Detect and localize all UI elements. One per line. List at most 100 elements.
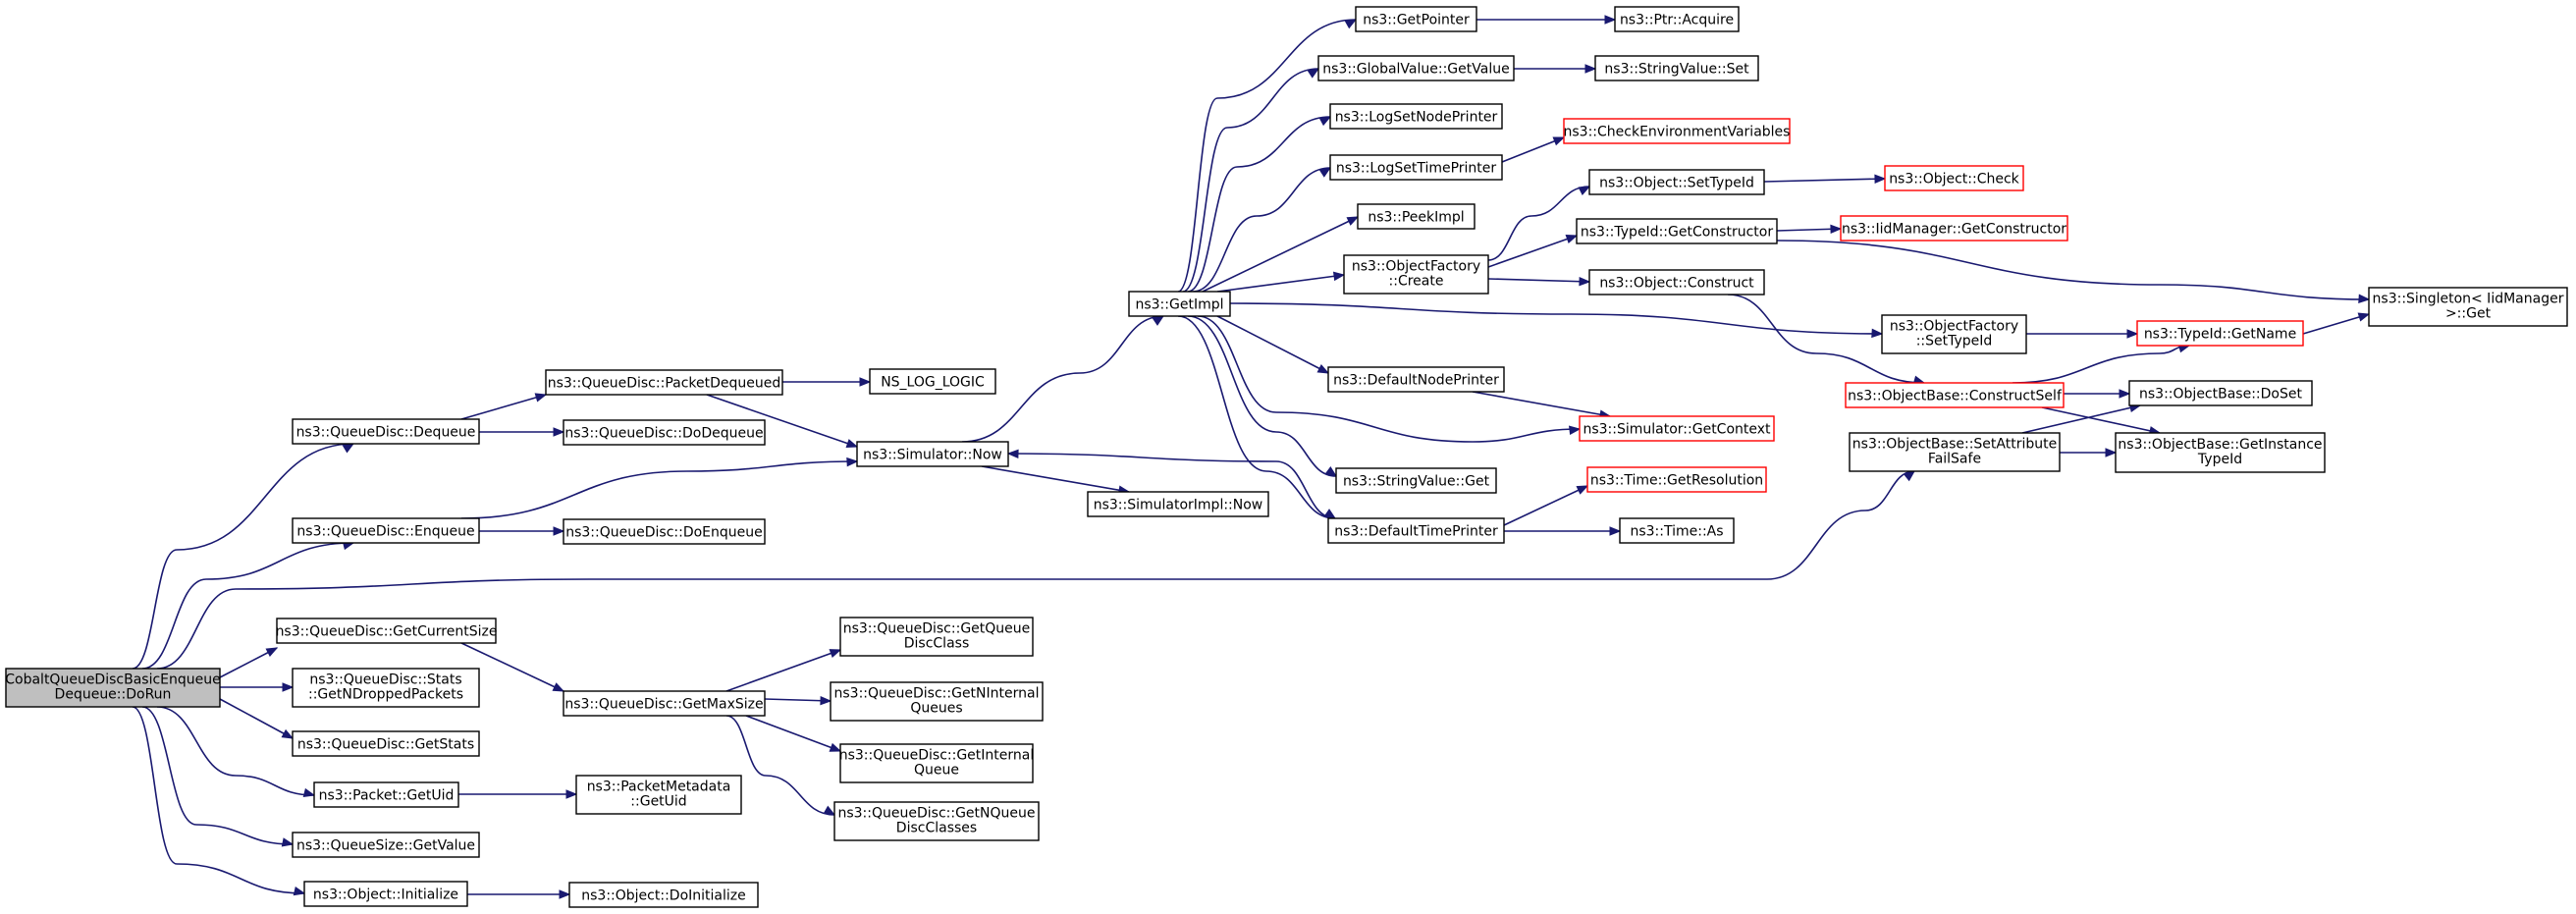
edge-root-to-get_current_size: [219, 647, 279, 678]
node-global-value-get-value[interactable]: ns3::GlobalValue::GetValue: [1317, 55, 1515, 81]
node-ns-log-logic[interactable]: NS_LOG_LOGIC: [869, 368, 996, 395]
node-object-factory-create[interactable]: ns3::ObjectFactory::Create: [1343, 254, 1489, 295]
edge-simulator_now-to-simulator_impl_now: [981, 465, 1131, 495]
node-object-check[interactable]: ns3::Object::Check: [1884, 165, 2024, 191]
node-label: ::GetNDroppedPackets: [308, 687, 463, 703]
arrowhead-icon: [829, 649, 842, 659]
call-edges: [132, 15, 2371, 899]
node-get-stats[interactable]: ns3::QueueDisc::GetStats: [292, 730, 480, 757]
node-type-id-get-name[interactable]: ns3::TypeId::GetName: [2136, 320, 2304, 347]
node-get-impl[interactable]: ns3::GetImpl: [1128, 291, 1231, 317]
arrowhead-icon: [553, 427, 565, 437]
node-label: ns3::Object::Initialize: [313, 887, 458, 903]
node-box: [545, 369, 783, 396]
edge-root-to-get_stats: [219, 698, 295, 739]
node-iid-manager-get-constructor[interactable]: ns3::IidManager::GetConstructor: [1840, 215, 2068, 242]
node-type-id-get-constructor[interactable]: ns3::TypeId::GetConstructor: [1576, 218, 1778, 244]
node-peek-impl[interactable]: ns3::PeekImpl: [1357, 203, 1476, 230]
edge-get_max_size-to-get_n_internal_queues: [764, 695, 832, 706]
node-box: [833, 801, 1040, 841]
node-object-base-do-set[interactable]: ns3::ObjectBase::DoSet: [2128, 380, 2313, 406]
node-packet-metadata-get-uid[interactable]: ns3::PacketMetadata::GetUid: [575, 775, 742, 815]
node-label: ns3::Simulator::GetContext: [1583, 422, 1771, 438]
node-default-time-printer[interactable]: ns3::DefaultTimePrinter: [1327, 517, 1505, 544]
arrowhead-icon: [1604, 15, 1617, 25]
node-time-as[interactable]: ns3::Time::As: [1619, 517, 1735, 544]
node-simulator-impl-now[interactable]: ns3::SimulatorImpl::Now: [1087, 491, 1269, 517]
node-root[interactable]: CobaltQueueDiscBasicEnqueueDequeue::DoRu…: [5, 668, 221, 708]
arrowhead-icon: [859, 377, 872, 387]
node-object-set-type-id[interactable]: ns3::Object::SetTypeId: [1588, 169, 1765, 195]
node-default-node-printer[interactable]: ns3::DefaultNodePrinter: [1327, 366, 1505, 393]
node-object-construct[interactable]: ns3::Object::Construct: [1588, 269, 1765, 296]
node-box: [2115, 432, 2326, 473]
node-get-current-size[interactable]: ns3::QueueDisc::GetCurrentSize: [276, 618, 498, 644]
node-packet-get-uid[interactable]: ns3::Packet::GetUid: [313, 781, 459, 808]
node-object-do-initialize[interactable]: ns3::Object::DoInitialize: [568, 882, 759, 908]
node-log-set-time-printer[interactable]: ns3::LogSetTimePrinter: [1329, 154, 1503, 181]
node-packet-dequeued[interactable]: ns3::QueueDisc::PacketDequeued: [545, 369, 783, 396]
arrowhead-icon: [559, 889, 571, 899]
node-get-pointer[interactable]: ns3::GetPointer: [1355, 6, 1477, 32]
node-log-set-node-printer[interactable]: ns3::LogSetNodePrinter: [1329, 103, 1503, 130]
node-ptr-acquire[interactable]: ns3::Ptr::Acquire: [1614, 6, 1740, 32]
edge-object_base_construct_self-to-type_id_get_name: [2012, 344, 2191, 384]
arrowhead-icon: [1609, 526, 1622, 536]
edge-line: [725, 715, 835, 816]
node-box: [2368, 287, 2568, 327]
edge-packet_get_uid-to-packet_metadata_get_uid: [458, 789, 578, 799]
node-box: [1884, 165, 2024, 191]
node-label: ns3::ObjectBase::DoSet: [2139, 387, 2302, 403]
node-object-factory-set-type-id[interactable]: ns3::ObjectFactory::SetTypeId: [1881, 314, 2027, 354]
arrowhead-icon: [302, 787, 316, 798]
arrowhead-icon: [1318, 167, 1332, 178]
edge-line: [1187, 315, 1337, 477]
node-object-initialize[interactable]: ns3::Object::Initialize: [303, 881, 468, 907]
node-check-env-vars[interactable]: ns3::CheckEnvironmentVariables: [1563, 118, 1791, 144]
node-string-value-set[interactable]: ns3::StringValue::Set: [1594, 55, 1759, 81]
node-label: ns3::Object::DoInitialize: [581, 888, 745, 904]
node-stats-dropped[interactable]: ns3::QueueDisc::Stats::GetNDroppedPacket…: [292, 668, 480, 708]
node-box: [1327, 517, 1505, 544]
node-enqueue[interactable]: ns3::QueueDisc::Enqueue: [292, 517, 480, 544]
node-label: ns3::GetImpl: [1135, 297, 1223, 313]
node-label: NS_LOG_LOGIC: [881, 375, 985, 391]
node-do-dequeue[interactable]: ns3::QueueDisc::DoDequeue: [563, 419, 766, 446]
node-label: ns3::DefaultNodePrinter: [1333, 373, 1499, 389]
edge-line: [706, 394, 858, 448]
node-queue-size-get-value[interactable]: ns3::QueueSize::GetValue: [292, 832, 480, 858]
edge-line: [2012, 345, 2190, 384]
node-get-max-size[interactable]: ns3::QueueDisc::GetMaxSize: [563, 690, 766, 717]
edge-object_initialize-to-object_do_initialize: [467, 889, 571, 899]
node-label: ns3::QueueDisc::GetStats: [297, 737, 474, 753]
node-string-value-get[interactable]: ns3::StringValue::Get: [1335, 467, 1497, 494]
edge-log_set_time_printer-to-check_env_vars: [1501, 136, 1566, 163]
node-simulator-now[interactable]: ns3::Simulator::Now: [856, 441, 1009, 467]
edge-line: [1487, 278, 1590, 283]
node-do-enqueue[interactable]: ns3::QueueDisc::DoEnqueue: [563, 518, 766, 545]
edge-global_value_get_value-to-string_value_set: [1514, 64, 1597, 74]
edge-line: [961, 315, 1164, 443]
node-singleton-get[interactable]: ns3::Singleton< IidManager >::Get: [2368, 287, 2568, 327]
node-label: ns3::Time::As: [1630, 524, 1723, 540]
node-dequeue[interactable]: ns3::QueueDisc::Dequeue: [292, 418, 480, 445]
node-box: [292, 730, 480, 757]
arrowhead-icon: [1874, 174, 1887, 184]
node-simulator-get-context[interactable]: ns3::Simulator::GetContext: [1579, 415, 1775, 442]
edge-object_factory_create-to-object_construct: [1487, 276, 1591, 287]
edge-root-to-object_initialize: [132, 706, 306, 896]
node-object-base-construct-self[interactable]: ns3::ObjectBase::ConstructSelf: [1845, 382, 2065, 408]
node-box: [563, 419, 766, 446]
arrowhead-icon: [1323, 509, 1337, 519]
node-box: [830, 681, 1044, 722]
edge-line: [981, 465, 1130, 493]
node-time-get-resolution[interactable]: ns3::Time::GetResolution: [1586, 466, 1767, 493]
arrowhead-icon: [2119, 389, 2131, 399]
node-label: ns3::ObjectBase::ConstructSelf: [1848, 389, 2063, 404]
